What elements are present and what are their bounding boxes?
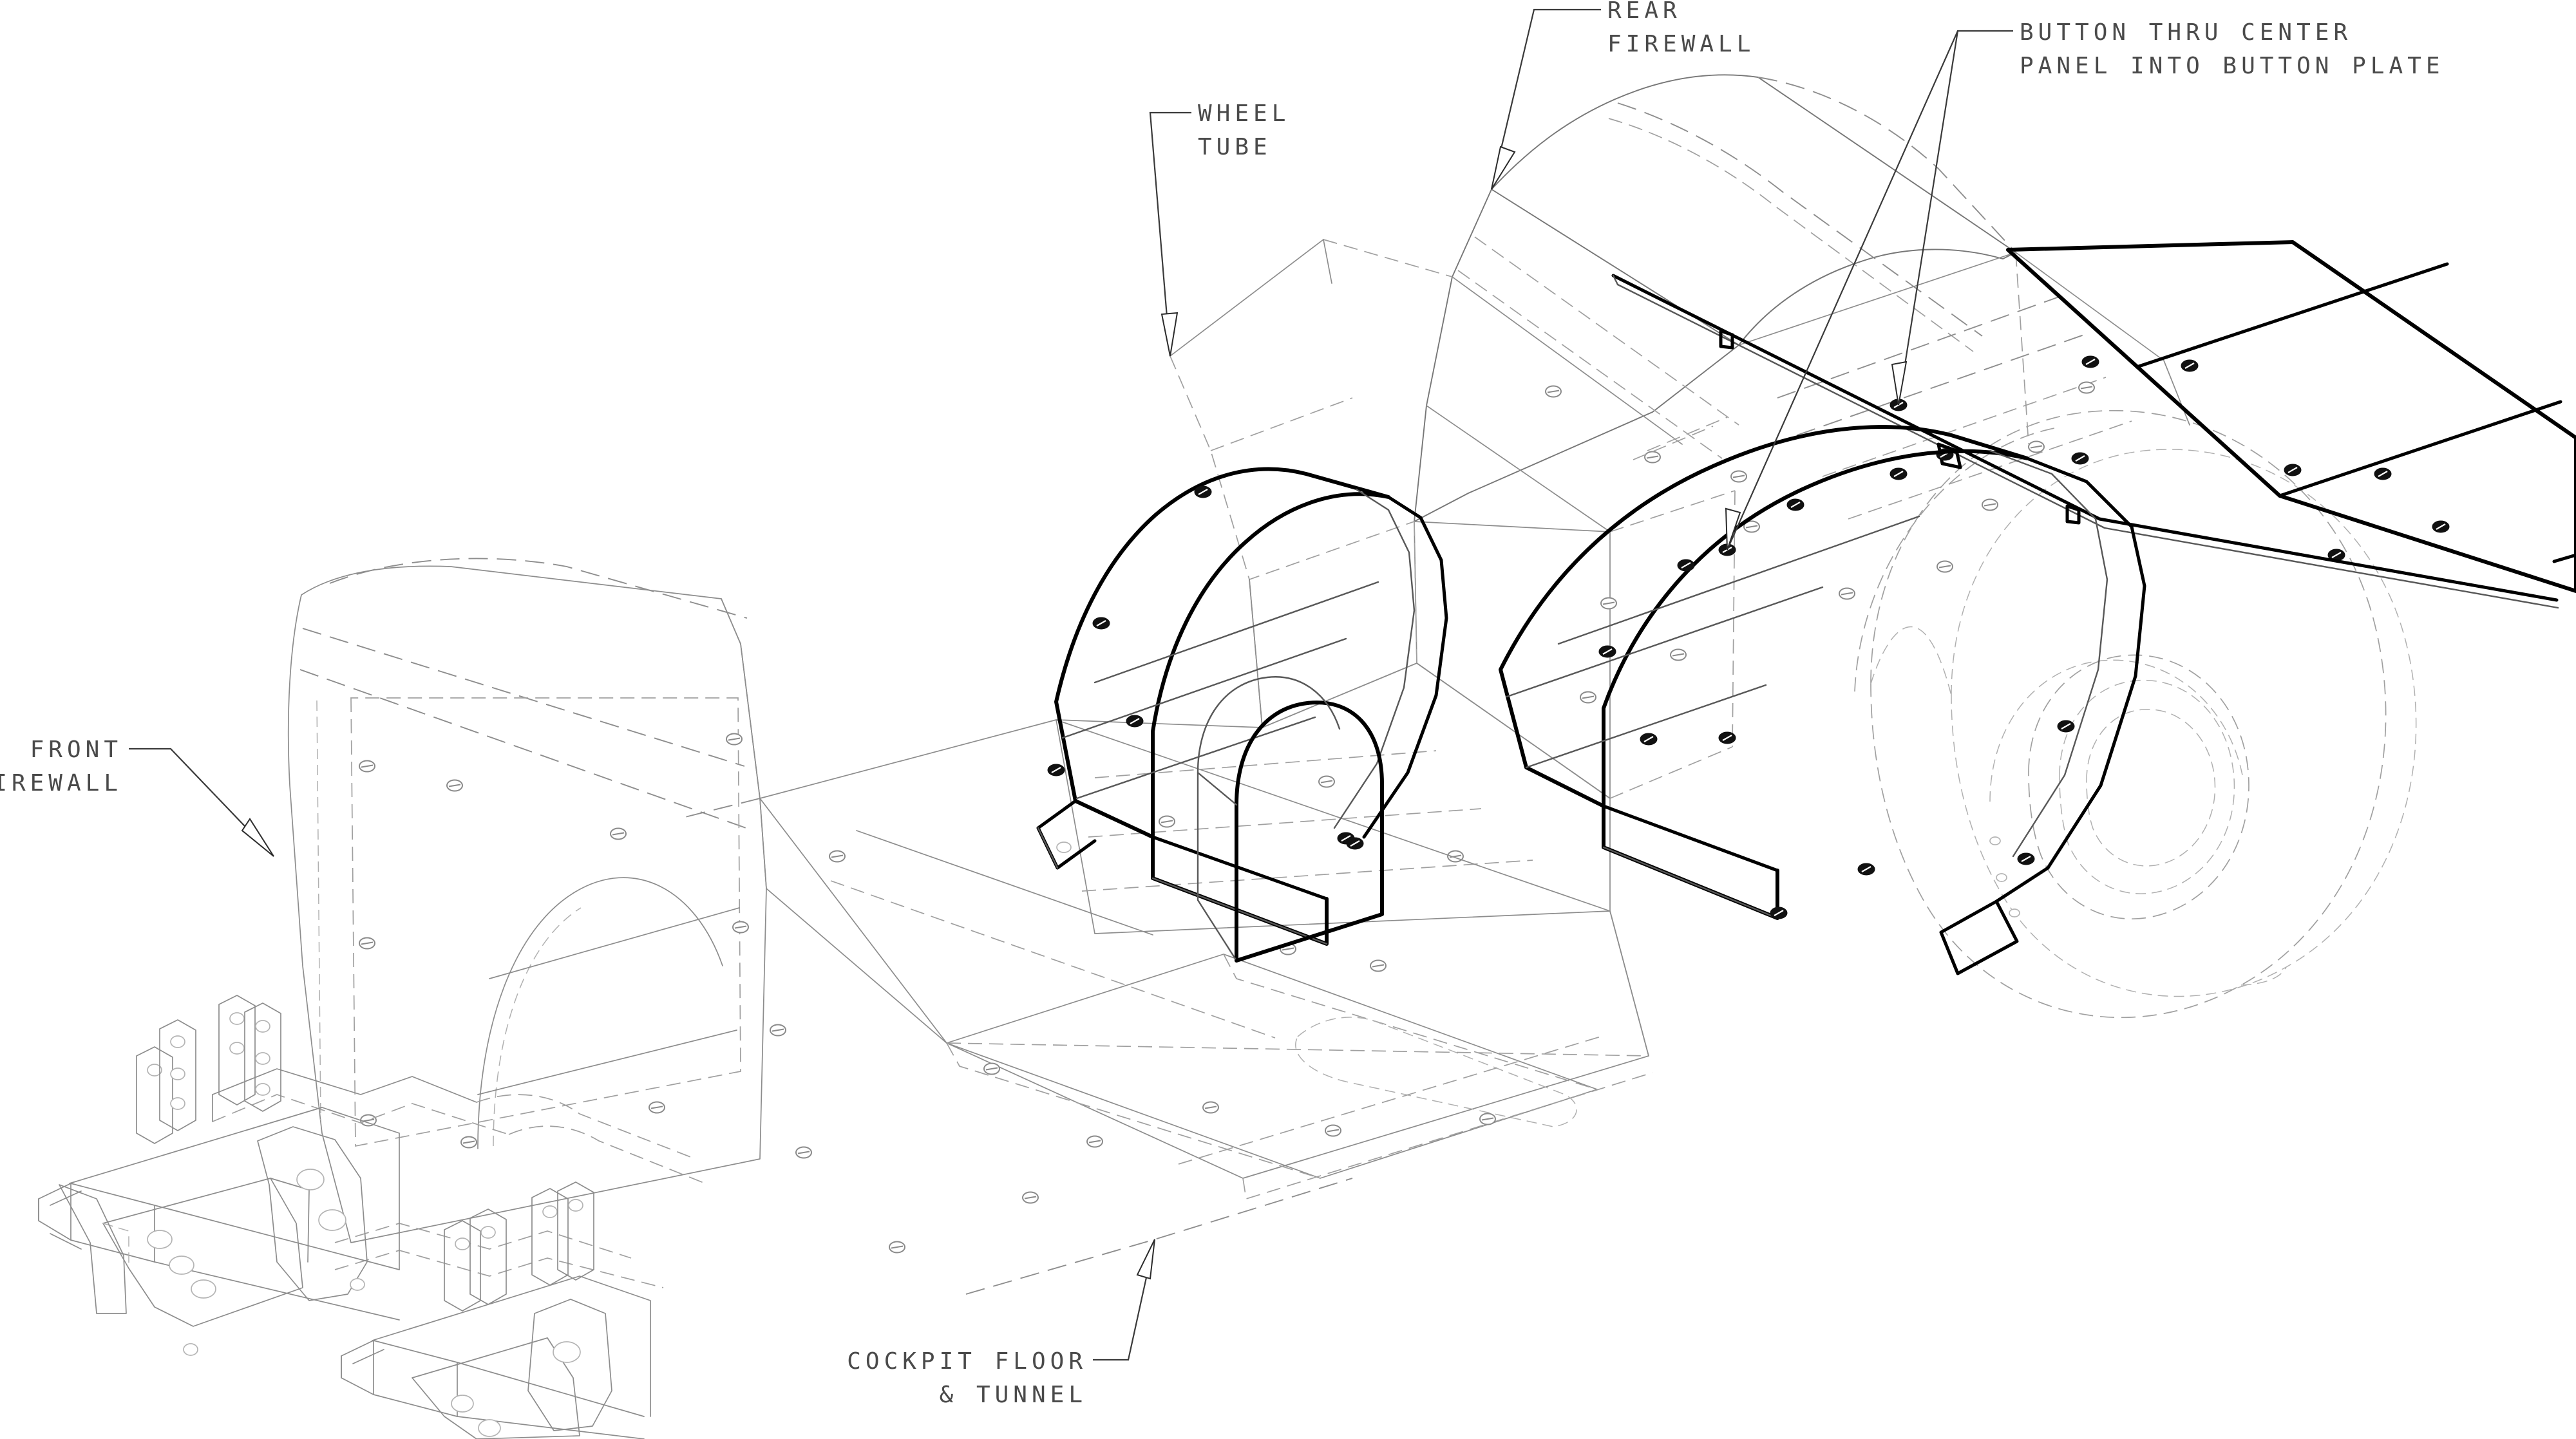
label-wheel-tube-line1: WHEEL	[1198, 100, 1290, 127]
label-front-firewall: FRONT FIREWALL	[0, 737, 122, 796]
wheel-tube	[1170, 239, 1453, 728]
label-front-firewall-line1: FRONT	[30, 737, 122, 763]
rear-tire-assembly	[1854, 409, 2417, 1019]
leader-rear-firewall	[1490, 8, 1601, 190]
label-cockpit-floor-line2: & TUNNEL	[940, 1382, 1087, 1408]
label-front-firewall-line2: FIREWALL	[0, 770, 122, 796]
label-cockpit-floor-line1: COCKPIT FLOOR	[847, 1348, 1087, 1375]
label-rear-firewall: REAR FIREWALL	[1607, 0, 1755, 57]
label-button-thru-center-panel: BUTTON THRU CENTER PANEL INTO BUTTON PLA…	[2020, 19, 2445, 79]
label-button-thru-line2: PANEL INTO BUTTON PLATE	[2020, 53, 2445, 79]
leader-cockpit-floor	[1093, 1239, 1156, 1361]
front-firewall-panel	[287, 558, 846, 1243]
cockpit-floor-and-tunnel	[682, 719, 1653, 1295]
annotation-labels: REAR FIREWALL WHEEL TUBE BUTTON THRU CEN…	[0, 0, 2445, 1408]
rear-body-upper-section	[1414, 74, 2190, 799]
chassis-frame-rails	[212, 1068, 709, 1288]
rear-deck-panel	[2006, 240, 2576, 593]
left-center-panel	[1036, 467, 1448, 946]
label-rear-firewall-line2: FIREWALL	[1607, 31, 1755, 57]
label-wheel-tube: WHEEL TUBE	[1198, 100, 1290, 160]
annotation-leaders	[129, 8, 2013, 1361]
button-plate-strip	[1611, 274, 2559, 609]
front-suspension-brackets	[38, 995, 400, 1356]
right-center-panel	[1499, 398, 2146, 975]
tunnel-cover	[1197, 676, 1384, 963]
rear-suspension-brackets	[341, 1181, 651, 1439]
leader-front-firewall	[129, 748, 274, 857]
leader-button-thru-center-panel	[1725, 30, 2013, 550]
label-button-thru-line1: BUTTON THRU CENTER	[2020, 19, 2352, 46]
leader-wheel-tube	[1149, 111, 1191, 357]
label-cockpit-floor-tunnel: COCKPIT FLOOR & TUNNEL	[847, 1348, 1087, 1408]
label-wheel-tube-line2: TUBE	[1198, 134, 1272, 160]
label-rear-firewall-line1: REAR	[1607, 0, 1681, 24]
